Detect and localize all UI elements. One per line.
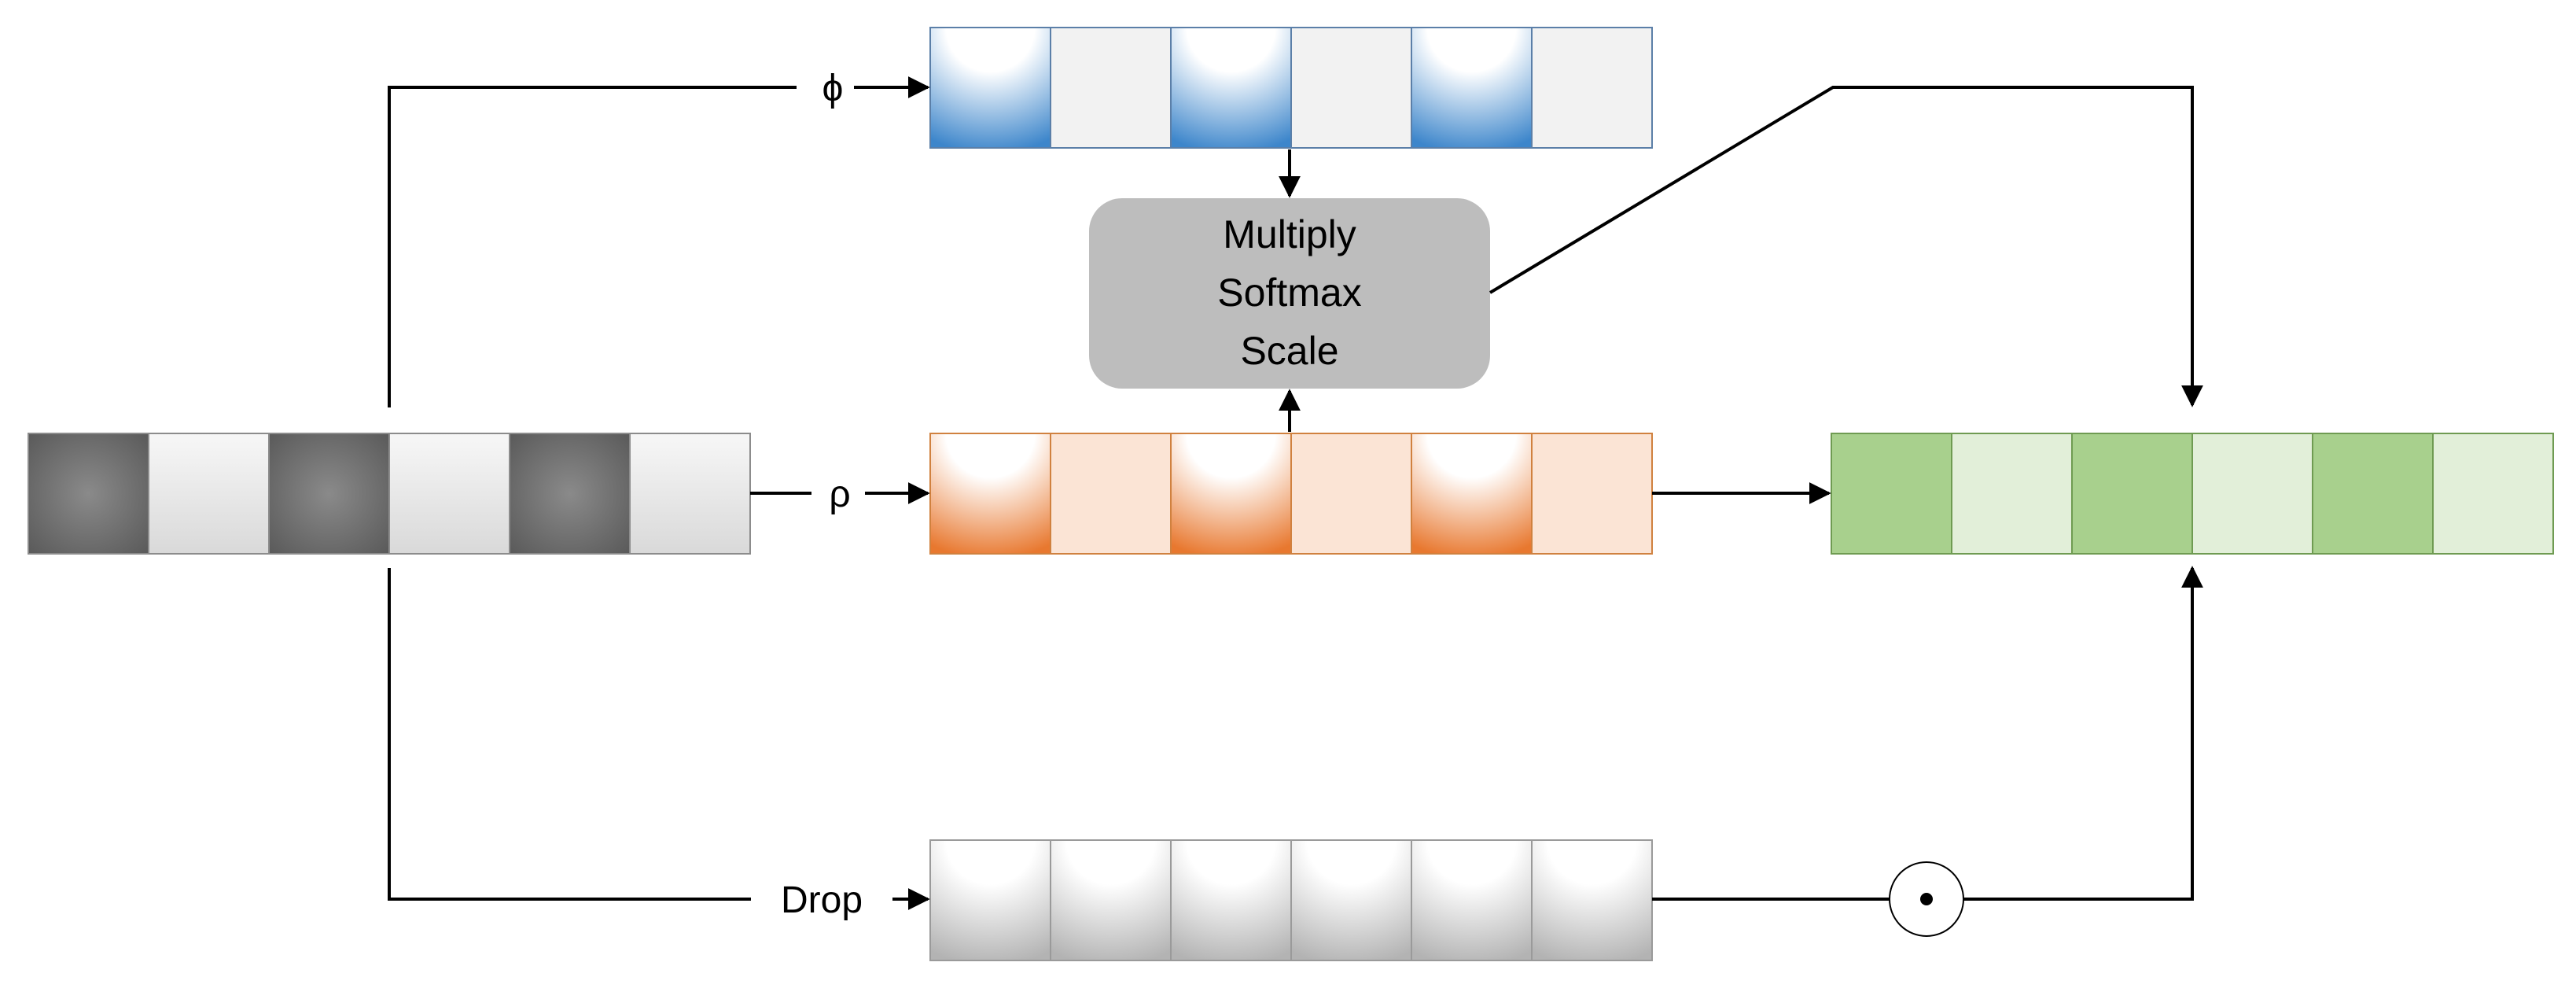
input-cell (388, 433, 510, 555)
phi-label: ϕ (822, 68, 844, 109)
hadamard-dot (1920, 893, 1933, 905)
phi-cell (1290, 27, 1412, 149)
phi-cell (1050, 27, 1172, 149)
phi-cell (1170, 27, 1292, 149)
phi-cell (929, 27, 1051, 149)
hadamard-node (1889, 861, 1964, 937)
drop-cell (929, 839, 1051, 961)
output-cell (2191, 433, 2313, 555)
rho-cell (1050, 433, 1172, 555)
drop-cell (1531, 839, 1653, 961)
output-cell (2312, 433, 2434, 555)
op-to-output-line (1489, 86, 2203, 407)
rho-cell (1170, 433, 1292, 555)
rho-sequence (929, 433, 1653, 555)
phi-sequence (929, 27, 1653, 149)
input-cell (268, 433, 390, 555)
rho-cell (1290, 433, 1412, 555)
input-sequence (28, 433, 751, 555)
drop-sequence (929, 839, 1653, 961)
drop-label: Drop (781, 879, 863, 921)
output-sequence (1831, 433, 2554, 555)
rho-cell (929, 433, 1051, 555)
rho-cell (1411, 433, 1533, 555)
drop-cell (1411, 839, 1533, 961)
phi-cell (1411, 27, 1533, 149)
drop-branch-line (388, 568, 751, 901)
rho-cell (1531, 433, 1653, 555)
output-cell (2071, 433, 2193, 555)
input-cell (148, 433, 270, 555)
drop-cell (1170, 839, 1292, 961)
output-cell (1951, 433, 2073, 555)
input-cell (28, 433, 149, 555)
rho-label: ρ (829, 474, 850, 515)
phi-cell (1531, 27, 1653, 149)
phi-branch-line (388, 86, 797, 407)
op-label-scale: Scale (1240, 329, 1338, 373)
input-cell (629, 433, 751, 555)
drop-cell (1290, 839, 1412, 961)
op-block-shape (1089, 198, 1490, 389)
op-label-softmax: Softmax (1217, 271, 1361, 315)
attention-op-block: Multiply Softmax Scale (1089, 198, 1490, 389)
input-cell (509, 433, 631, 555)
drop-cell (1050, 839, 1172, 961)
output-cell (2432, 433, 2554, 555)
op-label-multiply: Multiply (1223, 212, 1356, 256)
connectors (388, 76, 2203, 910)
output-cell (1831, 433, 1952, 555)
hadamard-to-output-line (1963, 566, 2203, 901)
